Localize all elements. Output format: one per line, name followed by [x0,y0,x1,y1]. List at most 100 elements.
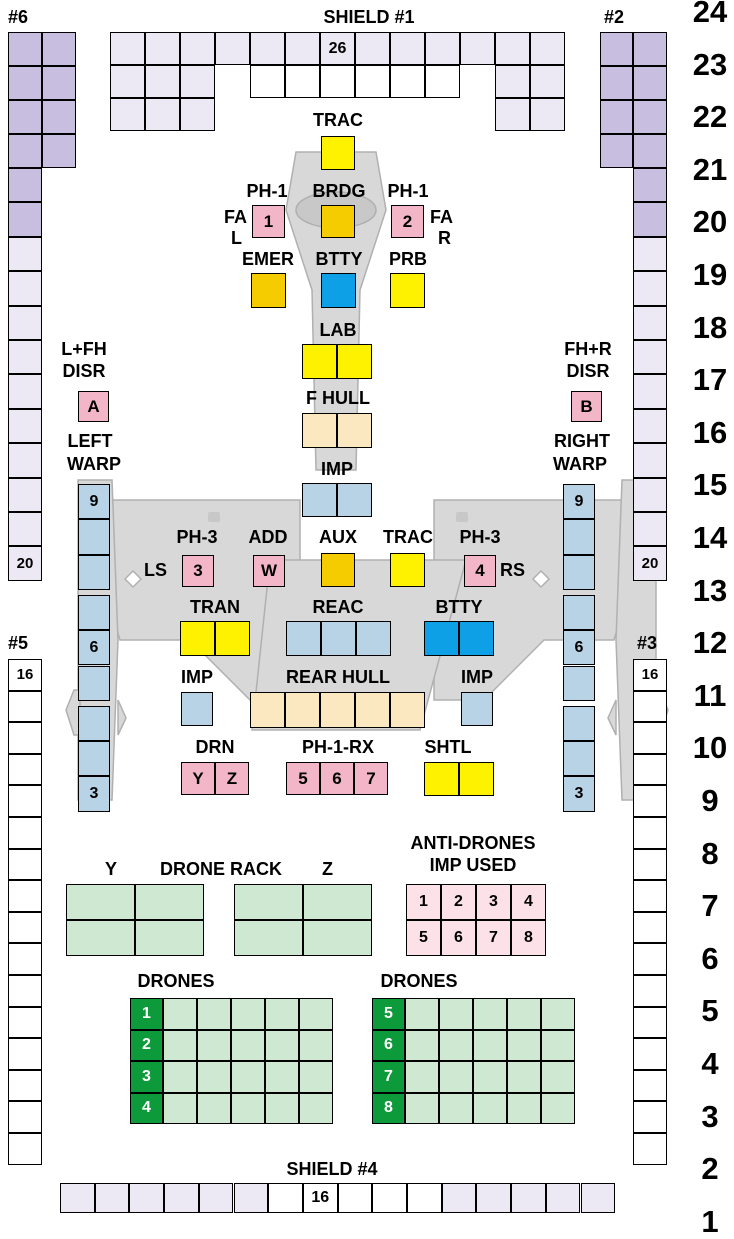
shield-6-box[interactable] [8,512,42,547]
shield-2-box[interactable] [633,202,667,237]
rightwarp-box[interactable] [563,554,595,590]
add-box[interactable]: W [253,555,285,587]
drone-box[interactable] [265,998,299,1030]
ph3-left-box[interactable]: 3 [182,555,214,587]
drone-box[interactable] [197,998,231,1030]
rightwarp-box[interactable]: 6 [563,630,595,666]
drone-box[interactable] [405,1092,439,1124]
drone-number-box[interactable]: 8 [372,1092,405,1124]
drone-box[interactable] [507,1092,541,1124]
shield-4-box[interactable] [129,1183,165,1213]
shield-6-box[interactable] [42,32,76,66]
rightwarp-box[interactable]: 3 [563,776,595,812]
shield-6-box[interactable] [8,305,42,340]
shield-1-box[interactable] [110,32,145,65]
shield-1-box[interactable] [110,98,145,131]
leftwarp-box[interactable] [78,741,110,777]
drone-box[interactable] [473,1061,507,1093]
shield-4-box[interactable] [94,1183,130,1213]
drone-box[interactable] [197,1029,231,1061]
shield-2-box[interactable] [633,305,667,340]
shield-2-box[interactable] [633,32,667,66]
shield-4-box[interactable] [545,1183,581,1213]
brdg-box[interactable] [321,205,355,238]
drone-box[interactable] [439,998,473,1030]
anti-drone-box[interactable]: 7 [476,920,511,956]
prb-box[interactable] [390,273,425,308]
imp-left-box[interactable] [181,692,213,726]
shield-4-box[interactable] [476,1183,512,1213]
drone-box[interactable] [405,1029,439,1061]
disr-right-box[interactable]: B [571,391,602,422]
drone-box[interactable] [439,1029,473,1061]
drone-rack-box[interactable] [135,920,204,956]
shield-5-box[interactable] [8,1006,42,1039]
shield-1-box[interactable] [285,32,320,65]
drone-box[interactable] [163,998,197,1030]
shield-3-box[interactable] [633,690,667,723]
shield-6-box[interactable] [8,202,42,237]
drone-number-box[interactable]: 4 [130,1092,163,1124]
shield-4-box[interactable] [337,1183,373,1213]
shield-4-box[interactable] [233,1183,269,1213]
imp-center-box-2[interactable] [337,483,372,517]
shield-5-box[interactable] [8,943,42,975]
drn-box-z[interactable]: Z [215,762,249,795]
anti-drone-box[interactable]: 6 [441,920,476,956]
btty-mid-box-2[interactable] [459,621,494,656]
drone-box[interactable] [197,1061,231,1093]
shield-2-box[interactable] [633,512,667,547]
shield-6-box[interactable] [8,374,42,409]
shield-2-box[interactable] [633,443,667,478]
rear-hull-box[interactable] [390,692,425,728]
ph3-right-box[interactable]: 4 [464,555,496,587]
drone-box[interactable] [231,1092,265,1124]
drone-number-box[interactable]: 3 [130,1061,163,1093]
shield-3-box[interactable] [633,1101,667,1133]
shield-2-box[interactable] [633,66,667,100]
trac-mid-box[interactable] [390,553,425,587]
shield-1-box[interactable] [460,32,495,65]
ph1-left-box[interactable]: 1 [252,205,285,238]
shield-1-box[interactable] [145,65,180,98]
shield-1-box[interactable] [530,65,565,98]
ph1-right-box[interactable]: 2 [391,205,424,238]
drone-box[interactable] [231,1029,265,1061]
shield-4-box[interactable] [60,1183,95,1213]
shield-4-box[interactable]: 16 [302,1183,338,1213]
drone-box[interactable] [163,1061,197,1093]
shield-6-box[interactable] [8,32,42,66]
btty-mid-box-1[interactable] [424,621,459,656]
shield-4-box[interactable] [511,1183,546,1213]
rightwarp-box[interactable] [563,594,595,631]
shield-6-box[interactable] [42,66,76,100]
shield-6-box[interactable] [8,168,42,203]
shield-5-box[interactable] [8,722,42,754]
shield-4-box[interactable] [198,1183,234,1213]
shield-3-box[interactable] [633,785,667,817]
shield-2-box[interactable] [633,100,667,134]
rear-hull-box[interactable] [250,692,285,728]
drone-rack-box[interactable] [303,920,372,956]
shield-5-box[interactable] [8,880,42,912]
shield-3-box[interactable] [633,1069,667,1102]
shield-5-box[interactable]: 16 [8,659,42,691]
drone-number-box[interactable]: 2 [130,1029,163,1061]
drone-box[interactable] [299,1029,333,1061]
drone-number-box[interactable]: 6 [372,1029,405,1061]
shield-5-box[interactable] [8,975,42,1007]
f-hull-box-2[interactable] [337,413,372,448]
shield-1-box[interactable] [180,98,215,131]
leftwarp-box[interactable] [78,519,110,555]
shield-2-box[interactable] [633,374,667,409]
lab-box-2[interactable] [337,344,372,379]
shield-1-box[interactable] [320,65,355,98]
shield-1-box[interactable] [250,32,285,65]
shield-6-box[interactable]: 20 [8,546,42,581]
btty-top-box[interactable] [321,273,356,308]
drone-box[interactable] [507,1029,541,1061]
drone-rack-box[interactable] [303,884,372,920]
tran-box-1[interactable] [180,621,215,656]
shield-3-box[interactable] [633,1006,667,1039]
rightwarp-box[interactable] [563,665,595,701]
